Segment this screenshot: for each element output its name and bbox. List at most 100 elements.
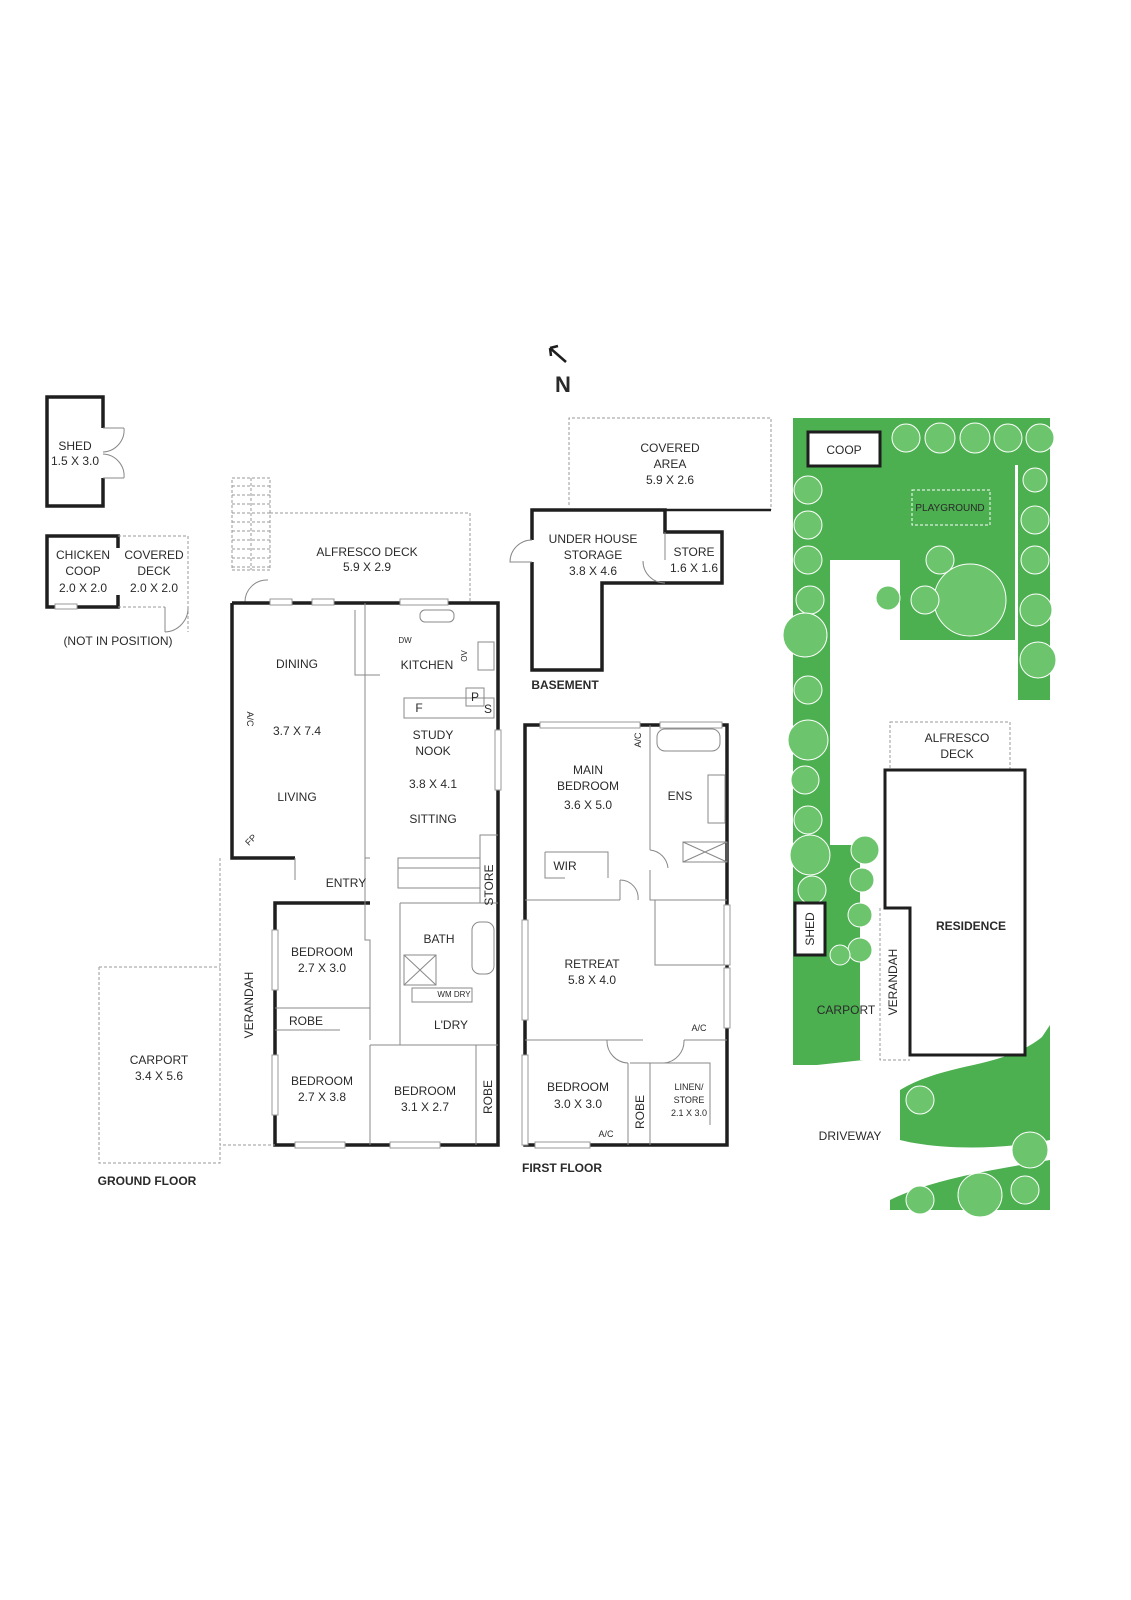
storage-name-1: UNDER HOUSE xyxy=(549,532,638,546)
ensuite-label: ENS xyxy=(668,789,693,803)
covered-area-name-1: COVERED xyxy=(640,441,700,455)
site-alfresco-name-2: DECK xyxy=(940,747,973,761)
tree-icon xyxy=(891,423,921,453)
robe-1-label: ROBE xyxy=(289,1014,323,1028)
sitting-label: SITTING xyxy=(409,812,456,826)
shed-size: 1.5 X 3.0 xyxy=(51,454,99,468)
bedroom-1-name: BEDROOM xyxy=(291,945,353,959)
shed-plan: SHED 1.5 X 3.0 xyxy=(45,395,125,508)
ac-3-label: A/C xyxy=(598,1129,614,1139)
driveway-label: DRIVEWAY xyxy=(819,1129,882,1143)
trees xyxy=(782,422,1057,1218)
tree-icon xyxy=(905,1185,935,1215)
bathtub-icon xyxy=(656,728,721,752)
tree-icon xyxy=(925,545,955,575)
tree-icon xyxy=(850,835,880,865)
ff-robe-label: ROBE xyxy=(633,1095,647,1129)
covered-deck-size: 2.0 X 2.0 xyxy=(130,581,178,595)
verandah-label: VERANDAH xyxy=(242,972,256,1039)
tree-icon xyxy=(905,1085,935,1115)
first-floor-title: FIRST FLOOR xyxy=(522,1161,602,1175)
north-arrow: N xyxy=(548,344,571,397)
covered-deck-name-2: DECK xyxy=(137,564,170,578)
coop-name-2: COOP xyxy=(65,564,100,578)
main-bedroom-size: 3.6 X 5.0 xyxy=(564,798,612,812)
basement-plan: COVERED AREA 5.9 X 2.6 UNDER HOUSE STORA… xyxy=(509,417,772,692)
coop-size: 2.0 X 2.0 xyxy=(59,581,107,595)
tree-icon xyxy=(789,834,831,876)
carport-size: 3.4 X 5.6 xyxy=(135,1069,183,1083)
tree-icon xyxy=(959,422,991,454)
bedroom-1-size: 2.7 X 3.0 xyxy=(298,961,346,975)
pantry-label: P xyxy=(471,690,479,704)
first-floor-plan: MAIN BEDROOM 3.6 X 5.0 A/C ENS WIR RETRE… xyxy=(521,721,731,1175)
site-verandah-label: VERANDAH xyxy=(886,949,900,1016)
alfresco-name: ALFRESCO DECK xyxy=(316,545,417,559)
tree-icon xyxy=(993,423,1023,453)
site-shed xyxy=(793,901,827,957)
ff-bedroom-name: BEDROOM xyxy=(547,1080,609,1094)
site-coop-label: COOP xyxy=(826,443,861,457)
shower-icon xyxy=(403,954,437,986)
shed-name: SHED xyxy=(58,439,92,453)
tree-icon xyxy=(1011,1131,1049,1169)
dining-size: 3.7 X 7.4 xyxy=(273,724,321,738)
fireplace-label: FP xyxy=(243,832,258,847)
covered-deck-name-1: COVERED xyxy=(124,548,184,562)
alfresco-size: 5.9 X 2.9 xyxy=(343,560,391,574)
storage-size: 3.8 X 4.6 xyxy=(569,564,617,578)
tree-icon xyxy=(933,563,1007,637)
shower-icon xyxy=(682,841,728,863)
tree-icon xyxy=(787,719,829,761)
stairs-icon xyxy=(231,477,271,571)
site-shed-label: SHED xyxy=(803,912,817,946)
site-plan: COOP PLAYGROUND ALFRESCO DECK RESIDENCE … xyxy=(782,418,1057,1218)
bathtub-icon xyxy=(471,921,495,975)
basement-title: BASEMENT xyxy=(531,678,599,692)
arrow-icon xyxy=(548,344,567,363)
cooktop-icon xyxy=(477,641,495,671)
ac-label: A/C xyxy=(245,711,255,727)
robe-2-label: ROBE xyxy=(481,1080,495,1114)
coop-name-1: CHICKEN xyxy=(56,548,110,562)
kitchen-label: KITCHEN xyxy=(401,658,454,672)
tree-icon xyxy=(1010,1175,1040,1205)
tree-icon xyxy=(847,902,873,928)
linen-size: 2.1 X 3.0 xyxy=(671,1108,707,1118)
wm-dry-label: WM DRY xyxy=(437,990,471,999)
wir-label: WIR xyxy=(553,859,577,873)
main-bedroom-name-2: BEDROOM xyxy=(557,779,619,793)
store-label: STORE xyxy=(482,864,496,905)
tree-icon xyxy=(1019,593,1053,627)
carport-name: CARPORT xyxy=(130,1053,189,1067)
tree-icon xyxy=(782,612,828,658)
tree-icon xyxy=(875,585,901,611)
bedroom-2-size: 2.7 X 3.8 xyxy=(298,1090,346,1104)
linen-name-2: STORE xyxy=(674,1095,705,1105)
residence-label: RESIDENCE xyxy=(936,919,1006,933)
tree-icon xyxy=(793,805,823,835)
playground-label: PLAYGROUND xyxy=(915,503,984,514)
bedroom-3-name: BEDROOM xyxy=(394,1084,456,1098)
tree-icon xyxy=(793,675,823,705)
site-carport-label: CARPORT xyxy=(817,1003,876,1017)
ff-bedroom-size: 3.0 X 3.0 xyxy=(554,1097,602,1111)
covered-area-size: 5.9 X 2.6 xyxy=(646,473,694,487)
tree-icon xyxy=(910,585,940,615)
tree-icon xyxy=(790,765,820,795)
tree-icon xyxy=(793,475,823,505)
oven-label: OV xyxy=(460,650,469,662)
vanity-icon xyxy=(707,774,726,824)
dishwasher-label: DW xyxy=(398,636,412,645)
chicken-coop-plan: CHICKEN COOP 2.0 X 2.0 COVERED DECK 2.0 … xyxy=(45,534,189,648)
tree-icon xyxy=(793,545,823,575)
dining-label: DINING xyxy=(276,657,318,671)
bedroom-3-size: 3.1 X 2.7 xyxy=(401,1100,449,1114)
north-label: N xyxy=(555,372,571,397)
tree-icon xyxy=(797,875,827,905)
tree-icon xyxy=(1022,467,1048,493)
study-size: 3.8 X 4.1 xyxy=(409,777,457,791)
linen-name-1: LINEN/ xyxy=(674,1082,704,1092)
sink-icon xyxy=(419,609,455,623)
